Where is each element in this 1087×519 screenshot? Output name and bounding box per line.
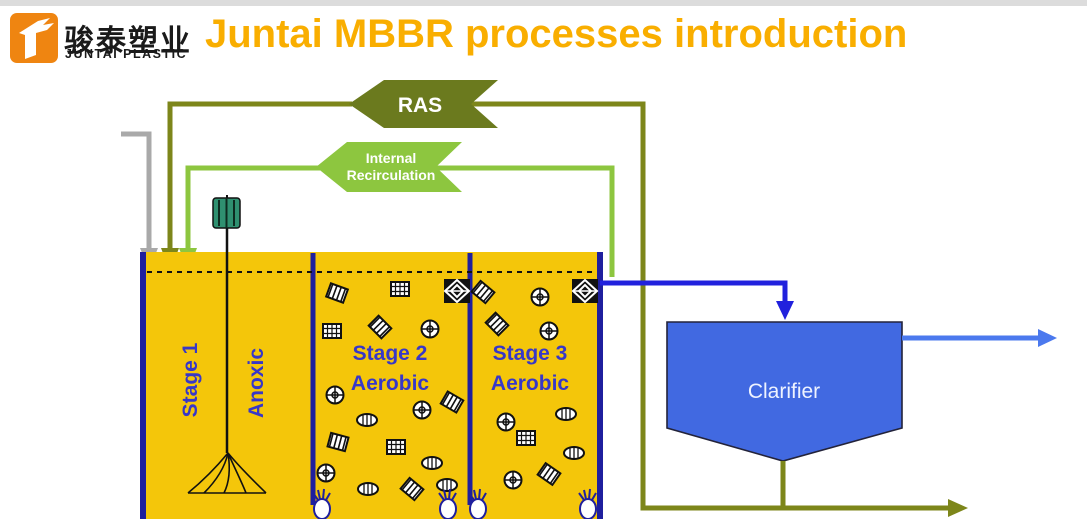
stage1-label: Stage 1 [179,342,202,417]
media-carrier-grid-icon [390,281,410,297]
logo-chinese-name: 骏泰塑业 [64,24,192,59]
ras-pipe-right [466,101,950,511]
clarifier-feed-pipe [600,280,788,303]
media-carrier-wheel-icon [412,400,432,420]
internal-recirc-pipe-right [432,165,615,277]
media-carrier-grid-icon [516,430,536,446]
media-carrier-wheel-icon [316,463,336,483]
media-carrier-wheelside-icon [563,446,585,460]
media-carrier-wheelside-icon [356,413,378,427]
internal-recirc-pipe-left [185,165,320,250]
internal-recirc-banner [316,142,462,192]
media-carrier-wheelside-icon [421,456,443,470]
media-carrier-grid-icon [386,439,406,455]
effluent-arrow-icon [1038,329,1057,347]
stage3-mode-label: Aerobic [491,372,570,395]
internal-banner-label-2: Recirculation [347,167,436,183]
page-title: Juntai MBBR processes introduction [205,12,908,56]
ras-pipe-left [167,101,352,250]
clarifier-label: Clarifier [748,380,820,403]
clarifier [666,321,903,462]
media-carrier-wheel-icon [420,319,440,339]
stage3-label: Stage 3 [493,342,568,365]
media-carrier-wheelside-icon [555,407,577,421]
media-carrier-wheel-icon [496,412,516,432]
media-carrier-grid-icon [322,323,342,339]
media-carrier-wheelside-icon [357,482,379,496]
logo-t-glyph [19,18,54,59]
top-gray-bar [0,0,1087,6]
retention-sieve-icon [443,278,471,304]
media-carrier-wheelside-icon [436,478,458,492]
mixer-impeller-icon [187,452,267,494]
ras-banner [349,80,498,128]
logo-latin-name: JUNTAI PLASTIC [65,47,188,61]
juntai-logo-icon [10,13,58,63]
stage2-label: Stage 2 [353,342,428,365]
title-block: Juntai MBBR processes introduction Junta… [205,12,1065,72]
media-carrier-wheel-icon [530,287,550,307]
ras-banner-label: RAS [398,94,442,117]
media-carrier-wheel-icon [325,385,345,405]
retention-sieve-icon [571,278,599,304]
stage1-mode-label: Anoxic [245,348,268,418]
media-carrier-wheel-icon [503,470,523,490]
clarifier-feed-arrow-icon [776,301,794,320]
influent-pipe [121,131,152,252]
internal-banner-label-1: Internal [366,150,417,166]
stage2-mode-label: Aerobic [351,372,430,395]
was-arrow-icon [948,499,968,517]
media-carrier-wheel-icon [539,321,559,341]
